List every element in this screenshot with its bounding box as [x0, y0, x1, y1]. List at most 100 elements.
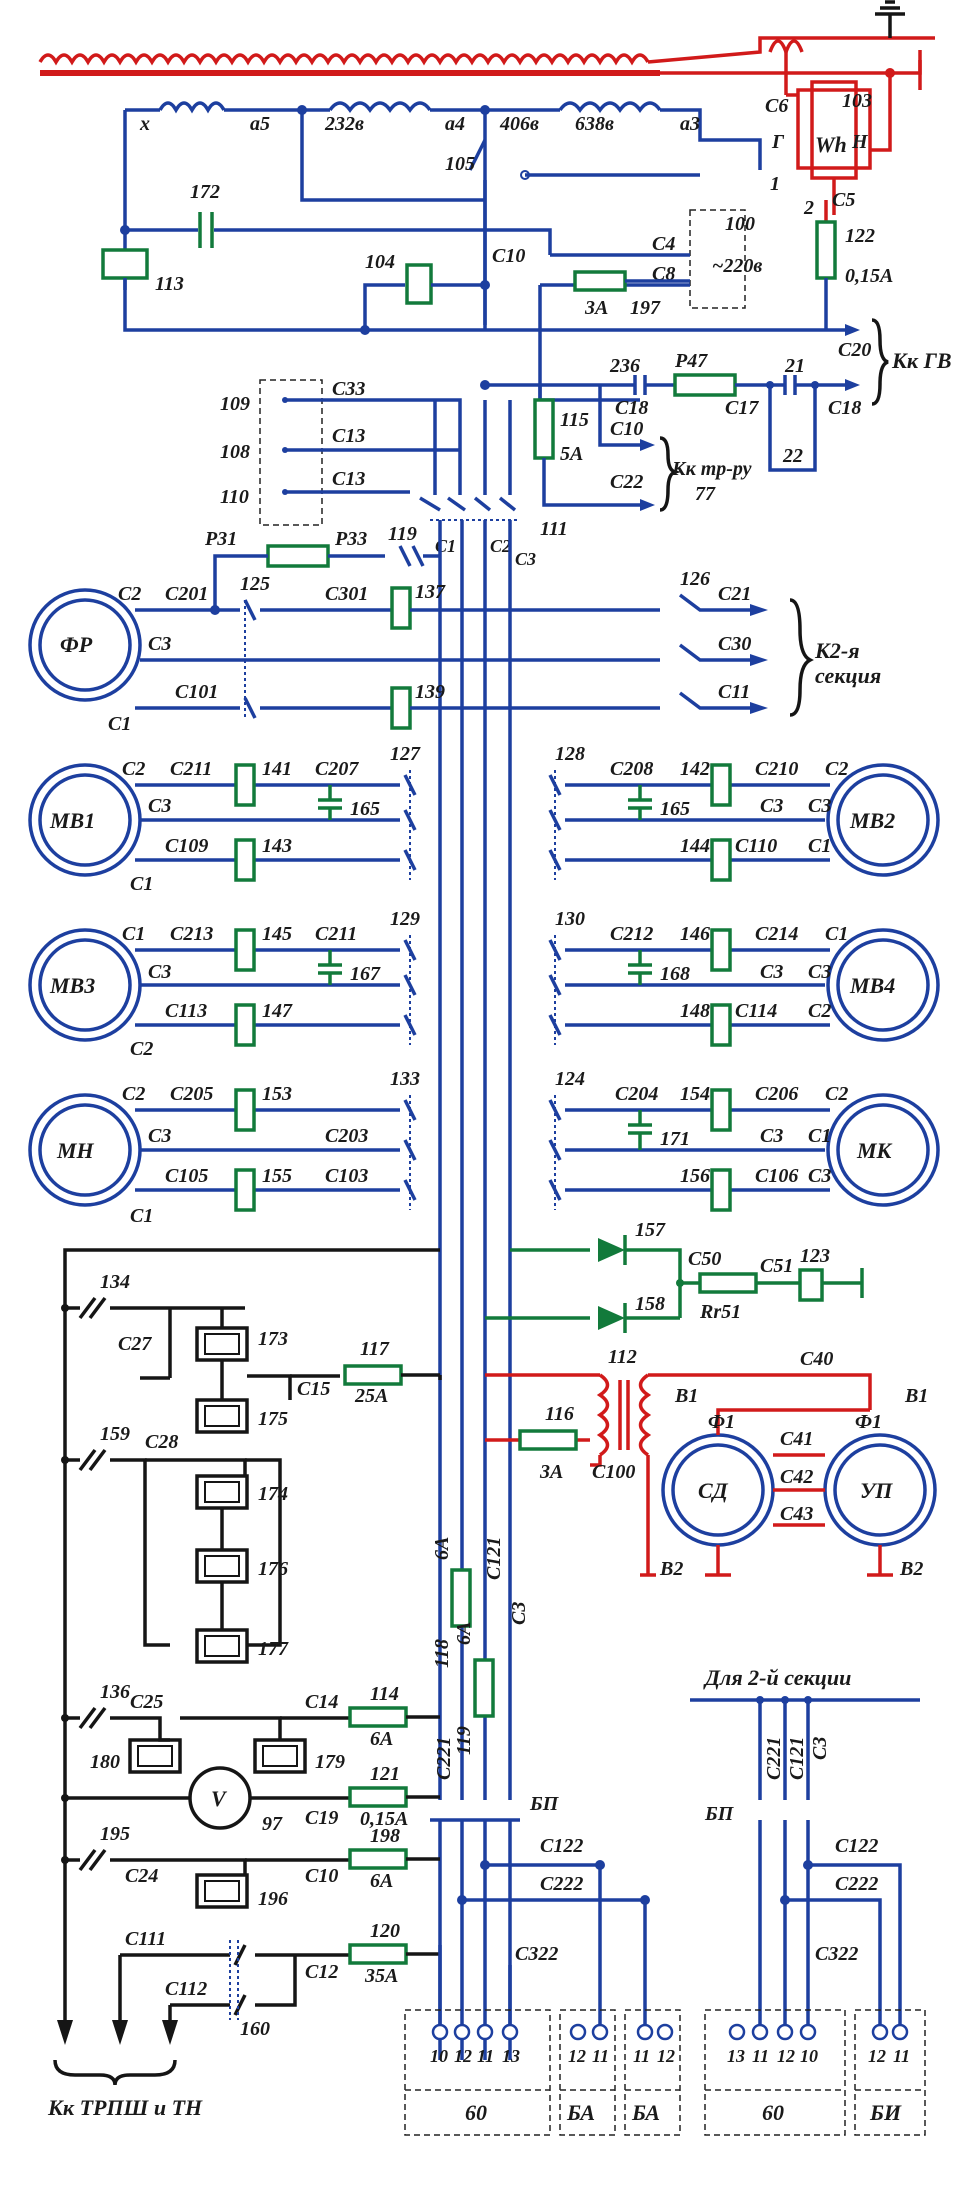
- label-111: 111: [540, 518, 568, 540]
- pin-ba1-1: 12: [568, 2046, 586, 2066]
- pin-60b-2: 11: [752, 2046, 769, 2066]
- label-c41: C41: [780, 1428, 813, 1450]
- label-c101: C101: [175, 681, 218, 703]
- label-c211: C211: [170, 758, 212, 780]
- label-c207: C207: [315, 758, 359, 780]
- relay-ladder: 134 C27 173 175 C15 117 25А: [61, 1271, 440, 1434]
- label-mv3: МВ3: [49, 973, 95, 998]
- label-c5: C5: [832, 189, 855, 211]
- label-c109: C109: [165, 835, 208, 857]
- label-c3r: C3: [760, 1125, 783, 1147]
- label-173: 173: [258, 1328, 288, 1350]
- label-c10: C10: [305, 1865, 338, 1887]
- label-179: 179: [315, 1751, 345, 1773]
- label-109: 109: [220, 393, 250, 415]
- label-f1a: Ф1: [708, 1411, 735, 1433]
- label-154: 154: [680, 1083, 710, 1105]
- label-129: 129: [390, 908, 420, 930]
- ground-symbol-top: [875, 0, 905, 38]
- label-c13b: C13: [332, 468, 365, 490]
- pin-60a-3: 11: [477, 2046, 494, 2066]
- label-144: 144: [680, 835, 710, 857]
- label-c212: C212: [610, 923, 653, 945]
- label-c11: C11: [718, 681, 750, 703]
- label-134: 134: [100, 1271, 130, 1293]
- label-121: 121: [370, 1763, 400, 1785]
- label-22: 22: [782, 445, 803, 467]
- label-mv2: МВ2: [849, 808, 895, 833]
- label-125: 125: [240, 573, 270, 595]
- label-136: 136: [100, 1681, 130, 1703]
- label-c201: C201: [165, 583, 208, 605]
- label-sec2-c221: C221: [763, 1737, 785, 1780]
- label-c2: C2: [122, 1083, 145, 1105]
- label-124: 124: [555, 1068, 585, 1090]
- label-5a: 5А: [560, 443, 583, 465]
- label-c222: C222: [540, 1873, 583, 1895]
- label-c204: C204: [615, 1083, 658, 1105]
- label-236: 236: [609, 355, 640, 377]
- relay-180-179: 136 C25 C14 114 6А 180 179: [61, 1681, 440, 1774]
- fuses-118-119: 6А 118 C121 C3 6А 119 C221: [431, 1375, 530, 1780]
- label-c15: C15: [297, 1378, 330, 1400]
- switch-105: 105: [445, 139, 700, 330]
- label-197: 197: [630, 297, 661, 319]
- label-c322: C322: [515, 1943, 558, 1965]
- label-c206: C206: [755, 1083, 798, 1105]
- label-a4: а4: [445, 113, 465, 135]
- pin-60b-3: 12: [777, 2046, 795, 2066]
- label-122: 122: [845, 225, 875, 247]
- label-123: 123: [800, 1245, 830, 1267]
- label-015a: 0,15А: [845, 265, 893, 287]
- pin-ba2-1: 11: [633, 2046, 650, 2066]
- label-p31: Р31: [204, 528, 237, 550]
- terminal-block-ba1: 12 11 БА: [559, 2009, 616, 2136]
- label-rr51: Rr51: [699, 1301, 741, 1323]
- label-148: 148: [680, 1000, 710, 1022]
- output-kk-gv: C20 Кк ГВ: [838, 318, 952, 406]
- label-180: 180: [90, 1751, 120, 1773]
- resistor-p47-branch: 236 Р47 21 C18 C17 C18 22: [480, 350, 861, 472]
- label-fr: ФР: [60, 632, 93, 657]
- label-c2: C2: [118, 583, 141, 605]
- motor-fr: ФР Р31 Р33 119 C2 C201 125 C301 137 126 …: [28, 523, 881, 735]
- fuse-115: 115 5А C10 C22 Кк тр-ру 77: [533, 385, 752, 512]
- main-buses: [438, 520, 512, 2060]
- label-119: 119: [453, 1726, 475, 1755]
- label-165b: 165: [660, 798, 690, 820]
- fuse-116: 116 3А C100: [518, 1403, 635, 1483]
- label-a5: а5: [250, 113, 270, 135]
- label-c2r: C2: [808, 1000, 831, 1022]
- label-ba2: БА: [631, 2100, 660, 2125]
- label-77: 77: [695, 483, 716, 505]
- diodes-157-158: 157 C50 123 158 Rr51 C51: [63, 1219, 864, 2020]
- socket-100: 100 C4 C8 ~220в: [540, 209, 762, 309]
- motor-mv1-mv2: МВ1 МВ2 C2 C211 141 C207 127 128 C208 14…: [28, 743, 940, 895]
- label-172: 172: [190, 181, 220, 203]
- label-113: 113: [155, 273, 184, 295]
- label-25a: 25А: [354, 1385, 388, 1407]
- label-157: 157: [635, 1219, 666, 1241]
- label-x: x: [139, 113, 150, 135]
- label-kk-trpsh: Кк ТРПШ и ТН: [47, 2095, 203, 2120]
- pin-60a-1: 10: [430, 2046, 448, 2066]
- label-c2r: C2: [825, 1083, 848, 1105]
- label-c100: C100: [592, 1461, 635, 1483]
- capacitor-172: 172: [120, 181, 552, 255]
- label-c27: C27: [118, 1333, 152, 1355]
- terminal-block-60a: 10 12 11 13 60: [404, 2009, 551, 2136]
- label-198: 198: [370, 1825, 400, 1847]
- label-112: 112: [608, 1346, 637, 1368]
- label-c210: C210: [755, 758, 798, 780]
- label-c18a: C18: [615, 397, 648, 419]
- relay-113: 113: [101, 248, 845, 332]
- label-c211: C211: [315, 923, 357, 945]
- pin-ba2-2: 12: [657, 2046, 675, 2066]
- label-160: 160: [240, 2018, 270, 2040]
- selector-109-108-110: 109 C33 108 C13 110 C13: [220, 378, 462, 526]
- watt-hour-meter: C6 103 Г Wh Н 1 2 C5: [765, 39, 922, 240]
- relay-104: 104 C10: [360, 245, 525, 335]
- label-kk-tr-ru: Кк тр-ру: [671, 458, 752, 480]
- label-115: 115: [560, 409, 589, 431]
- label-bi: БИ: [869, 2100, 902, 2125]
